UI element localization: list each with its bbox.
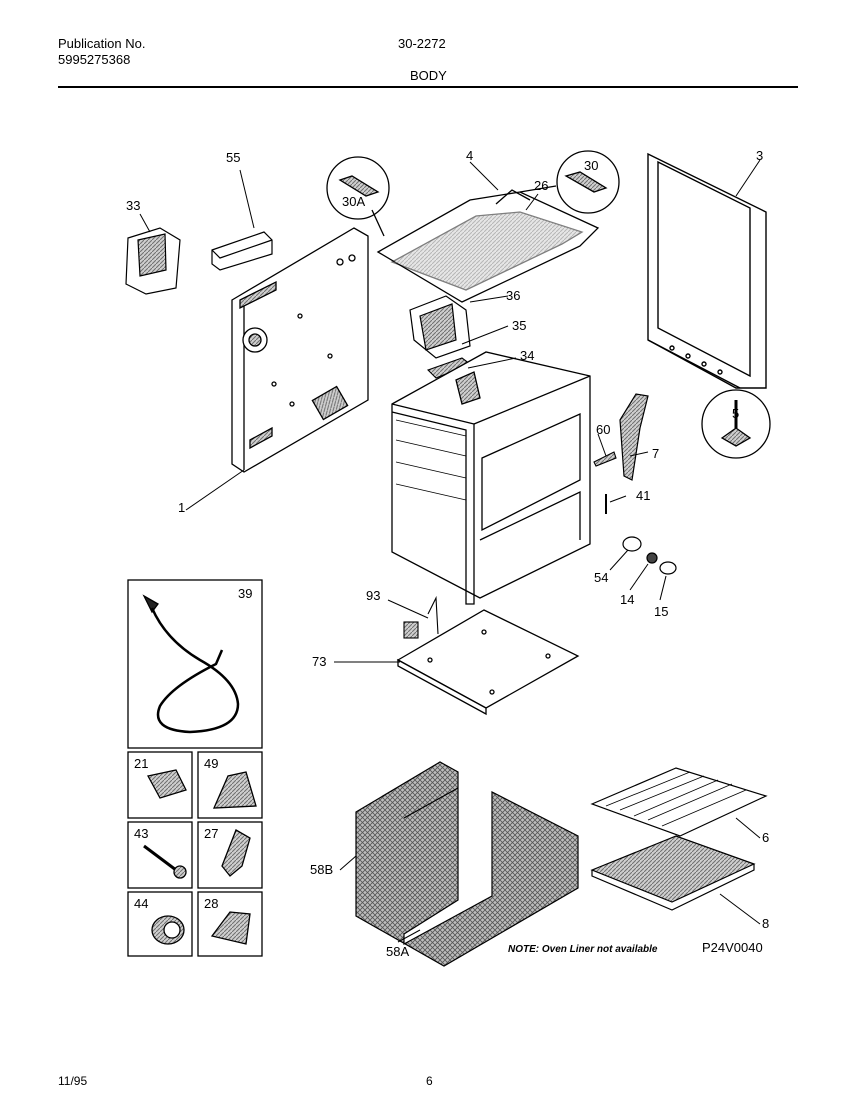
part-93-switch <box>403 595 439 639</box>
part-4-top-panel <box>376 189 600 303</box>
figure-code: P24V0040 <box>702 940 763 955</box>
header-rule <box>58 86 798 88</box>
callout-41: 41 <box>636 488 650 503</box>
part-30A-detail-circle <box>326 156 390 237</box>
callout-30: 30 <box>584 158 598 173</box>
part-73-bottom-panel <box>396 609 580 716</box>
callout-34: 34 <box>520 348 534 363</box>
section-title: BODY <box>410 68 447 83</box>
part-1-back-panel <box>231 227 369 473</box>
callout-4: 4 <box>466 148 473 163</box>
callout-3: 3 <box>756 148 763 163</box>
inset-49-box <box>197 751 263 819</box>
part-60-screw <box>593 451 617 467</box>
callout-35: 35 <box>512 318 526 333</box>
callout-30A: 30A <box>342 194 365 209</box>
part-15-cover <box>659 561 677 575</box>
oven-liner-note: NOTE: Oven Liner not available <box>508 944 658 955</box>
part-oven-body <box>391 351 591 605</box>
callout-33: 33 <box>126 198 140 213</box>
callout-36: 36 <box>506 288 520 303</box>
footer-page-number: 6 <box>426 1074 433 1088</box>
callout-5: 5 <box>732 406 739 421</box>
publication-label: Publication No. <box>58 36 146 51</box>
callout-49: 49 <box>204 756 218 771</box>
callout-58A: 58A <box>386 944 409 959</box>
callout-8: 8 <box>762 916 769 931</box>
inset-21-box <box>127 751 193 819</box>
callout-55: 55 <box>226 150 240 165</box>
callout-6: 6 <box>762 830 769 845</box>
leader-lines <box>139 159 761 943</box>
callout-27: 27 <box>204 826 218 841</box>
callout-39: 39 <box>238 586 252 601</box>
callout-1: 1 <box>178 500 185 515</box>
callout-26: 26 <box>534 178 548 193</box>
inset-39-cord-box <box>127 579 263 749</box>
callout-15: 15 <box>654 604 668 619</box>
inset-43-box <box>127 821 193 889</box>
inset-28-box <box>197 891 263 957</box>
callout-54: 54 <box>594 570 608 585</box>
part-58-oven-liner <box>355 761 579 967</box>
callout-43: 43 <box>134 826 148 841</box>
part-5-detail-circle <box>701 389 771 459</box>
callout-73: 73 <box>312 654 326 669</box>
callout-93: 93 <box>366 588 380 603</box>
callout-21: 21 <box>134 756 148 771</box>
part-8-broiler-pan <box>590 835 756 911</box>
callout-14: 14 <box>620 592 634 607</box>
callout-7: 7 <box>652 446 659 461</box>
callout-28: 28 <box>204 896 218 911</box>
doc-code: 30-2272 <box>398 36 446 51</box>
inset-27-box <box>197 821 263 889</box>
callout-44: 44 <box>134 896 148 911</box>
part-6-oven-rack <box>590 767 768 837</box>
part-3-door-frame <box>647 152 767 389</box>
part-30-detail-circle <box>519 150 620 214</box>
part-7-hinge <box>619 393 649 481</box>
part-54-socket <box>622 536 642 552</box>
part-36-duct <box>409 295 471 359</box>
callout-58B: 58B <box>310 862 333 877</box>
part-14-bulb <box>646 552 658 564</box>
inset-44-box <box>127 891 193 957</box>
publication-number: 5995275368 <box>58 52 131 67</box>
part-55-block <box>211 231 273 271</box>
part-33-bracket <box>125 227 181 295</box>
callout-60: 60 <box>596 422 610 437</box>
footer-date: 11/95 <box>58 1074 88 1088</box>
